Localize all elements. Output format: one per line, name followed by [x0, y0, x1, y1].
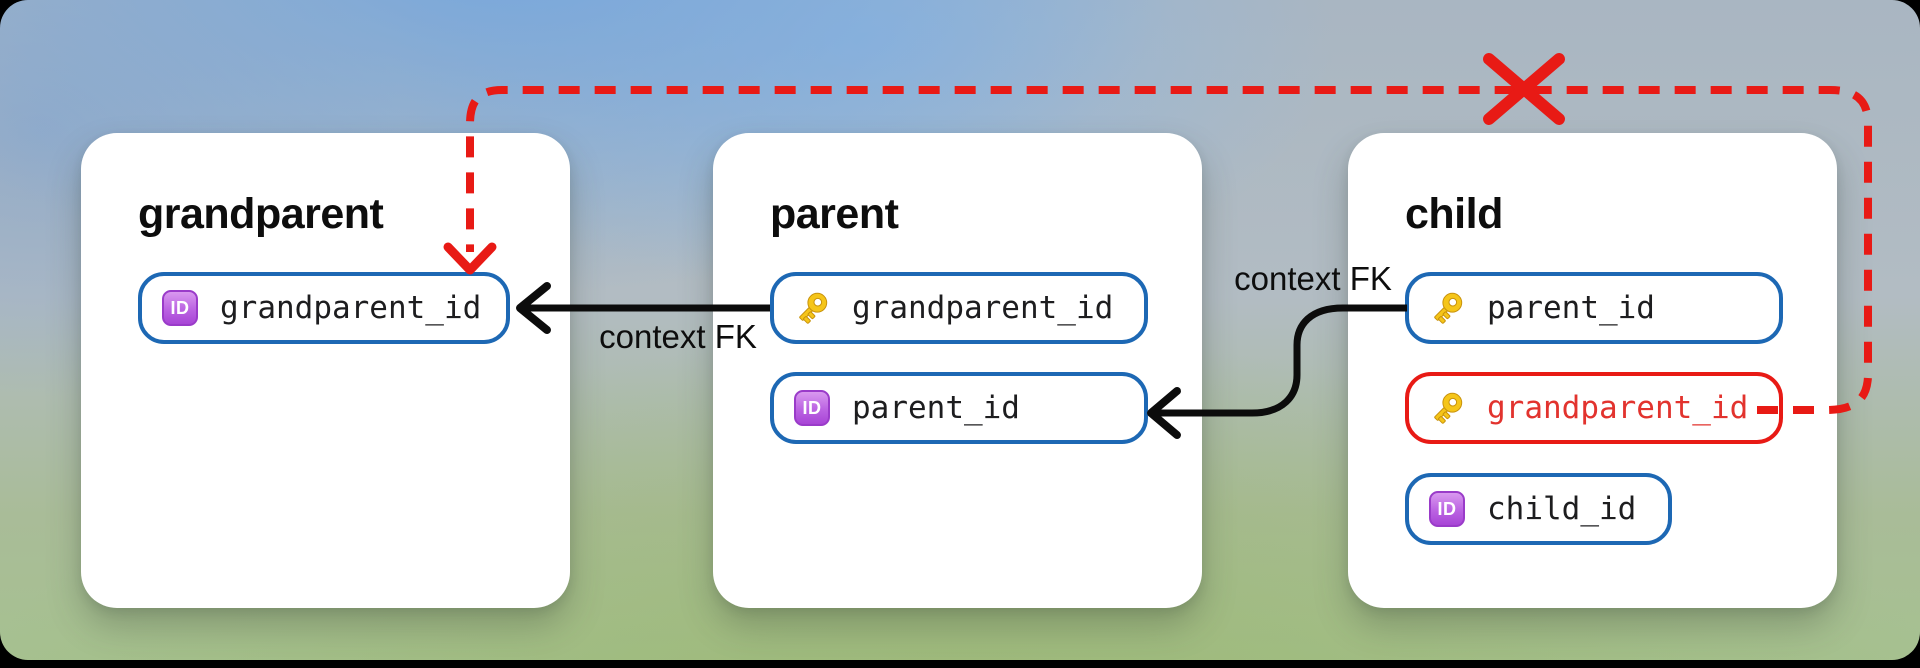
field-label: grandparent_id [220, 290, 482, 326]
id-badge-icon: ID [162, 290, 198, 326]
id-badge-icon: ID [794, 390, 830, 426]
connector-label-context-fk: context FK [599, 318, 757, 355]
field-pill-grandparent-id: ID grandparent_id [138, 272, 510, 344]
field-pill-grandparent-id-fk: grandparent_id [770, 272, 1148, 344]
field-label: parent_id [1487, 290, 1655, 326]
table-card-grandparent: grandparent ID grandparent_id [81, 133, 570, 608]
field-pill-parent-id-fk: parent_id [1405, 272, 1783, 344]
field-label: grandparent_id [852, 290, 1114, 326]
key-icon [1434, 292, 1463, 324]
table-title: parent [770, 190, 899, 238]
table-card-child: child parent_id [1348, 133, 1837, 608]
table-title: grandparent [138, 190, 384, 238]
field-label: grandparent_id [1487, 390, 1749, 426]
field-pill-child-id: ID child_id [1405, 473, 1672, 545]
table-title: child [1405, 190, 1503, 238]
invalid-cross-icon [1483, 53, 1565, 125]
connector-label-context-fk: context FK [1234, 260, 1392, 297]
key-icon [1434, 392, 1463, 424]
table-card-parent: parent grandparent_id ID parent_id [713, 133, 1202, 608]
field-pill-parent-id: ID parent_id [770, 372, 1148, 444]
id-badge-icon: ID [1429, 491, 1465, 527]
field-label: parent_id [852, 390, 1020, 426]
field-pill-grandparent-id-invalid: grandparent_id [1405, 372, 1783, 444]
key-icon [799, 292, 828, 324]
field-label: child_id [1487, 491, 1637, 527]
